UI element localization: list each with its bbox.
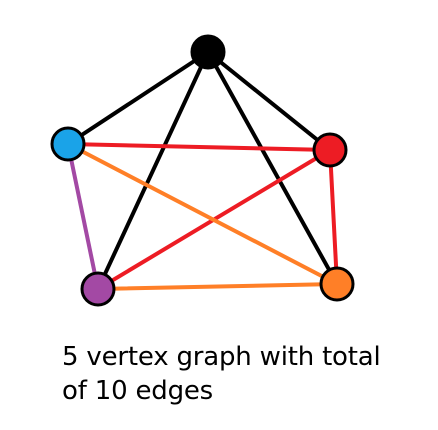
vertex-right [312, 132, 348, 168]
edge-right-bottom-right [328, 148, 339, 286]
caption-line-1: 5 vertex graph with total [62, 342, 381, 372]
edges-layer [66, 50, 339, 291]
vertex-left [50, 126, 86, 162]
edge-bottom-left-bottom-right [96, 282, 339, 291]
edge-top-left [66, 50, 210, 146]
edge-top-right [206, 50, 332, 152]
vertex-bottom-left [80, 271, 116, 307]
graph-caption: 5 vertex graph with total of 10 edges [62, 340, 422, 408]
edge-left-right [66, 142, 332, 152]
edge-top-bottom-right [206, 50, 339, 286]
vertex-bottom-right [319, 266, 355, 302]
vertex-top [190, 34, 226, 70]
edge-left-bottom-left [66, 142, 100, 291]
edge-top-bottom-left [96, 50, 210, 291]
vertices-layer [50, 34, 355, 307]
caption-line-2: of 10 edges [62, 376, 214, 406]
edge-left-bottom-right [66, 142, 339, 286]
